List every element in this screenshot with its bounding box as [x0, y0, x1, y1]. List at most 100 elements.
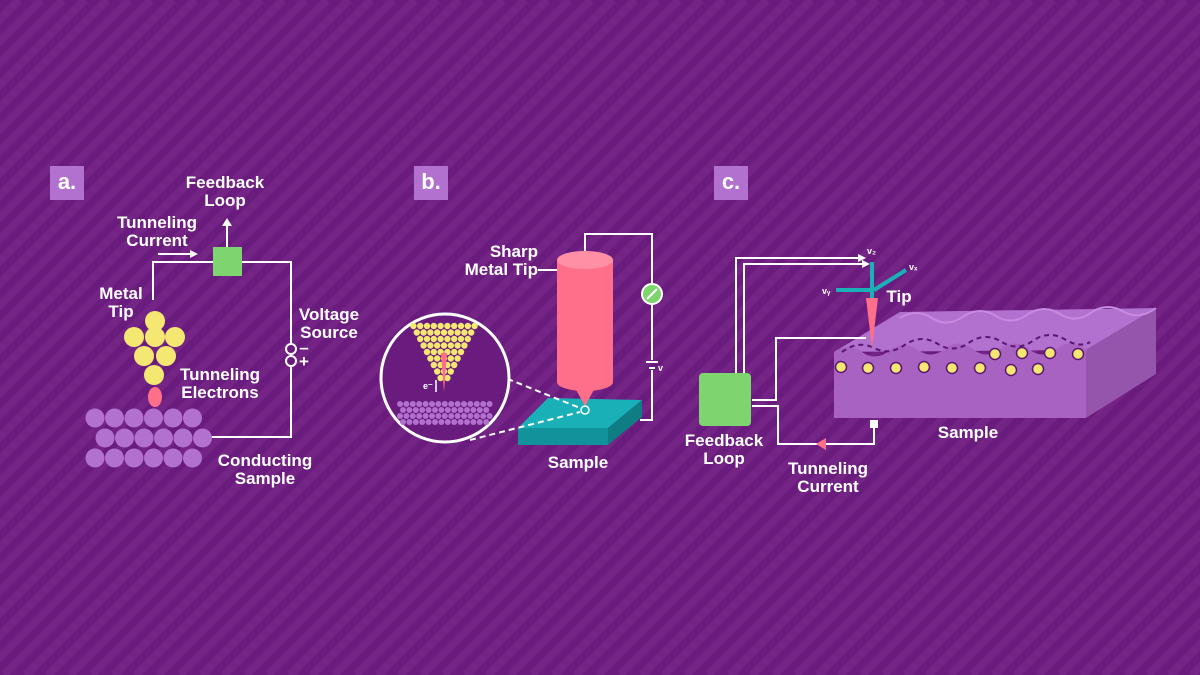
- background-stripe: [0, 0, 198, 201]
- background-stripe: [0, 0, 657, 675]
- zoom-tip-atom: [430, 361, 437, 369]
- label-feedback-loop-c: Feedback Loop: [678, 432, 770, 468]
- zoom-sample-atom: [461, 413, 467, 419]
- sharp-tip-cylinder-bottom: [557, 373, 613, 391]
- label-line: Source: [300, 323, 358, 342]
- label-line: Metal: [99, 284, 143, 303]
- background-stripe: [947, 419, 1200, 675]
- zoom-tip-atom: [451, 348, 458, 356]
- zoom-sample-atom: [400, 407, 406, 413]
- circuit-wire-a: [152, 261, 214, 300]
- sample-atom: [124, 408, 144, 428]
- sample-atom: [154, 428, 173, 448]
- label-line: Metal Tip: [464, 260, 538, 279]
- zoom-tip-atom: [454, 355, 461, 362]
- background-stripe: [1079, 551, 1200, 675]
- zoom-tip-atom: [427, 342, 434, 349]
- zoom-sample-atom: [444, 419, 451, 425]
- zoom-sample-atom: [486, 413, 493, 419]
- background-stripe: [0, 0, 286, 289]
- zoom-sample-atom: [473, 401, 480, 407]
- zoom-sample-atom: [412, 419, 419, 425]
- sample-atom: [105, 448, 124, 468]
- current-wire-c: [752, 405, 875, 445]
- zoom-tip-atom: [434, 342, 441, 349]
- label-line: Tunneling: [788, 459, 868, 478]
- background-stripe: [0, 0, 308, 311]
- label-line: Electrons: [181, 383, 259, 402]
- background-stripe: [925, 397, 1200, 675]
- metal-tip-atoms: [124, 311, 185, 385]
- circuit-wire-a-bottom: [210, 367, 292, 438]
- sharp-tip-point: [575, 388, 595, 406]
- zoom-tip-atom: [427, 329, 434, 336]
- sharp-tip-cylinder: [557, 260, 613, 382]
- zoom-sample-atom: [416, 401, 423, 407]
- sample-atom: [144, 448, 163, 468]
- background-stripe: [991, 463, 1200, 675]
- background-stripe: [23, 0, 704, 675]
- background-stripe: [419, 0, 1100, 675]
- label-line: Voltage: [298, 305, 360, 324]
- sample-atom: [183, 448, 202, 468]
- background-stripe: [45, 0, 726, 675]
- feedback-box-a: [213, 247, 242, 276]
- zoom-tip-atom: [457, 322, 465, 330]
- zoom-sample-atom: [422, 401, 429, 407]
- circuit-wire-a-right: [242, 261, 292, 343]
- background-stripe: [1057, 529, 1200, 675]
- background-stripe: [0, 0, 176, 179]
- label-conducting-sample: Conducting Sample: [212, 452, 318, 488]
- sample-slab-side: [608, 400, 642, 445]
- control-wire-2: [743, 263, 866, 373]
- label-vx: vₓ: [909, 262, 918, 272]
- zoom-sample-atom: [425, 419, 432, 425]
- zoom-sample-atom: [464, 407, 470, 413]
- zoom-tip-needle: [441, 353, 447, 392]
- zoom-tip-atom: [444, 335, 451, 343]
- zoom-tip-atom: [454, 342, 461, 349]
- zoom-tip-atom: [430, 348, 437, 356]
- background-stripe: [0, 0, 242, 245]
- label-line: Loop: [204, 191, 246, 210]
- background-stripe: [1035, 507, 1200, 675]
- zoom-tip-atom: [444, 322, 451, 330]
- circuit-wire-b-bottom: [640, 370, 653, 421]
- label-tunneling-current-c: Tunneling Current: [778, 460, 878, 496]
- control-wire-1: [735, 257, 860, 373]
- zoom-sample-atom: [400, 419, 406, 425]
- feedback-arrow-head-a: [222, 218, 232, 226]
- label-vy: vᵧ: [822, 286, 831, 296]
- label-electron: e⁻: [423, 381, 433, 391]
- zoom-tip-atom: [434, 329, 441, 336]
- feedback-box-c: [699, 373, 751, 426]
- zoom-tip-atom: [413, 329, 420, 336]
- background-stripe: [0, 0, 264, 267]
- sample-atom: [183, 408, 202, 428]
- zoom-sample-atoms: [397, 401, 493, 425]
- background-stripe: [1013, 485, 1200, 675]
- zoom-tip-atom: [437, 335, 444, 343]
- zoom-sample-atom: [451, 407, 458, 413]
- sample-atom: [163, 408, 183, 428]
- tip-contact-ring: [580, 405, 590, 415]
- label-plus: +: [299, 352, 309, 371]
- label-sample-b: Sample: [547, 453, 609, 472]
- zoom-tip-atom: [447, 342, 454, 349]
- sharp-tip-cylinder-top: [557, 251, 613, 269]
- zoom-sample-atom: [409, 401, 416, 407]
- zoom-sample-atom: [457, 407, 464, 413]
- label-line: Current: [126, 231, 188, 250]
- label-line: Tunneling: [180, 365, 260, 384]
- zoom-tip-atom: [464, 322, 471, 330]
- sample-atom: [163, 448, 183, 468]
- label-metal-tip: Metal Tip: [90, 285, 152, 321]
- sample-surface-atoms: [834, 346, 1085, 377]
- zoom-sample-atom: [451, 419, 458, 425]
- zoom-sample-atom: [454, 401, 461, 407]
- current-arrow-c: [816, 438, 826, 450]
- surface-atom: [1071, 347, 1085, 361]
- zoom-sample-atom: [406, 407, 413, 413]
- panel-badge-a: a.: [50, 166, 84, 200]
